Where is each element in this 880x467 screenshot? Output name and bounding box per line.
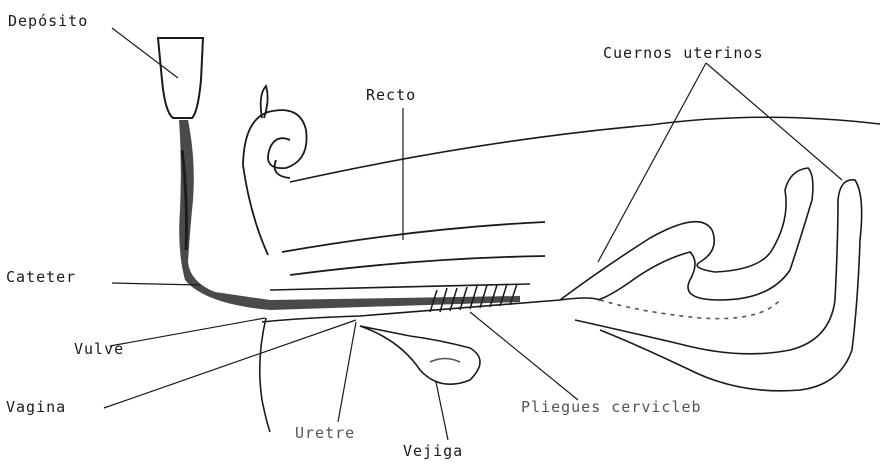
leader-lines (104, 28, 842, 440)
label-vagina: Vagina (6, 400, 66, 415)
label-vejiga: Vejiga (403, 444, 463, 459)
uterine-horns (560, 168, 862, 391)
bladder (360, 326, 480, 384)
label-uretra: Uretre (295, 426, 355, 441)
reservoir-container (158, 38, 203, 118)
label-cateter: Cateter (6, 270, 76, 285)
label-pliegues-cervicales: Pliegues cervicleb (521, 400, 702, 415)
label-deposito: Depósito (8, 14, 88, 29)
label-cuernos-uterinos: Cuernos uterinos (603, 46, 764, 61)
rectum-outline (243, 86, 880, 275)
label-vulva: Vulve (74, 342, 124, 357)
vulva-outline (260, 318, 270, 432)
label-recto: Recto (366, 88, 416, 103)
